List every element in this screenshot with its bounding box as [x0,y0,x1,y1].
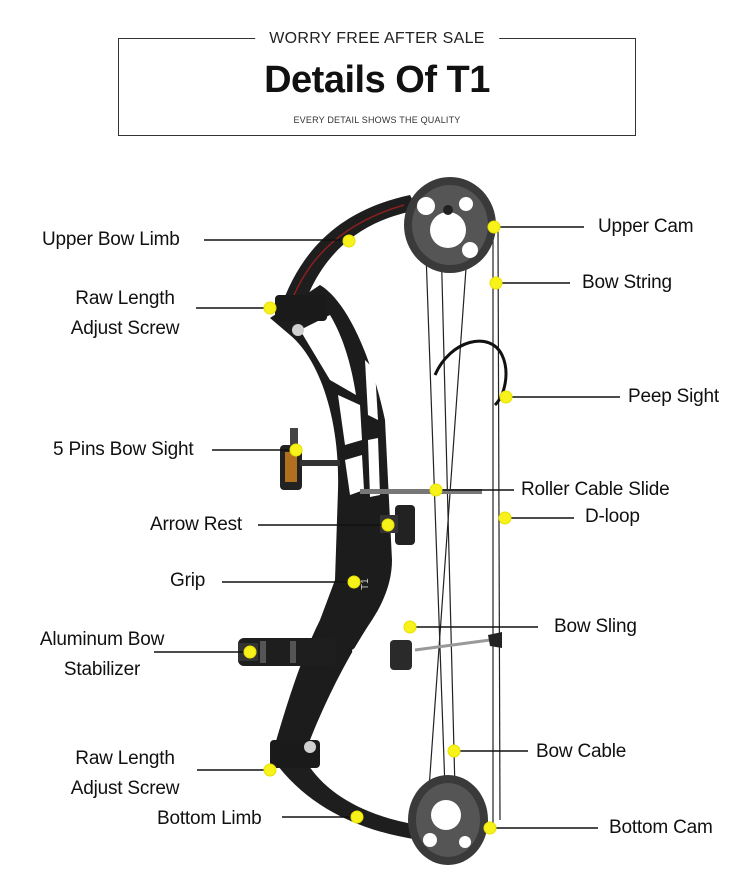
cable-slide-rod [360,489,482,494]
riser-mark: T1 [360,578,371,590]
marker-upper-bow-limb [342,234,356,248]
label-grip: Grip [170,570,206,591]
label-bottom-limb: Bottom Limb [157,808,262,829]
label-raw-length-bottom-line1: Raw Length [75,748,175,769]
marker-bottom-limb [350,810,364,824]
label-roller-cable-slide: Roller Cable Slide [521,479,670,500]
label-bottom-cam: Bottom Cam [609,817,713,838]
label-peep-sight: Peep Sight [628,386,719,407]
label-upper-bow-limb: Upper Bow Limb [42,229,180,250]
marker-bottom-cam [483,821,497,835]
riser-cutouts [300,315,380,730]
label-stabilizer-line1: Aluminum Bow [39,629,165,650]
marker-arrow-rest [381,518,395,532]
label-five-pins-sight: 5 Pins Bow Sight [53,439,194,460]
cable-line-3 [439,199,456,791]
marker-upper-cam [487,220,501,234]
cable-line-1 [424,224,448,846]
upper-limb-pocket [275,295,327,321]
bottom-cam-shape [408,775,488,865]
label-bow-string: Bow String [582,272,672,293]
marker-bow-sling [403,620,417,634]
marker-raw-length-bottom [263,763,277,777]
upper-cam-shape [404,177,496,273]
marker-bow-cable [447,744,461,758]
marker-five-pins-sight [289,443,303,457]
riser-shape [270,285,392,755]
marker-raw-length-top [263,301,277,315]
bow-string-line-2 [497,229,501,821]
sight-shape [280,428,340,490]
header-box: WORRY FREE AFTER SALE Details Of T1 EVER… [118,29,636,136]
marker-stabilizer [243,645,257,659]
header-top-text: WORRY FREE AFTER SALE [255,29,499,49]
label-raw-length-top-line2: Adjust Screw [70,318,180,339]
marker-bow-string [489,276,503,290]
marker-grip [347,575,361,589]
marker-peep-sight [499,390,513,404]
bow-strings [424,199,501,846]
cable-guard-rod [414,638,491,652]
label-d-loop: D-loop [585,506,640,527]
leader-lines [154,226,620,829]
peep-tube-shape [433,339,508,407]
label-upper-cam: Upper Cam [598,216,694,237]
lower-limb-shape [270,750,420,840]
label-arrow-rest: Arrow Rest [150,514,242,535]
sling-mount [390,640,412,670]
label-raw-length-top: Raw Length Adjust Screw [66,284,184,344]
label-raw-length-bottom-line2: Adjust Screw [70,778,180,799]
label-stabilizer-line2: Stabilizer [63,659,141,680]
markers [243,220,513,835]
upper-limb-stripe [291,204,405,301]
page-subtitle: EVERY DETAIL SHOWS THE QUALITY [293,115,461,125]
label-bow-cable: Bow Cable [536,741,627,762]
label-stabilizer: Aluminum Bow Stabilizer [32,625,172,685]
cable-line-2 [424,211,471,846]
page-title: Details Of T1 [264,59,490,101]
marker-roller-cable-slide [429,483,443,497]
label-raw-length-bottom: Raw Length Adjust Screw [66,744,184,804]
label-bow-sling: Bow Sling [554,616,637,637]
marker-d-loop [498,511,512,525]
label-raw-length-top-line1: Raw Length [75,288,175,309]
